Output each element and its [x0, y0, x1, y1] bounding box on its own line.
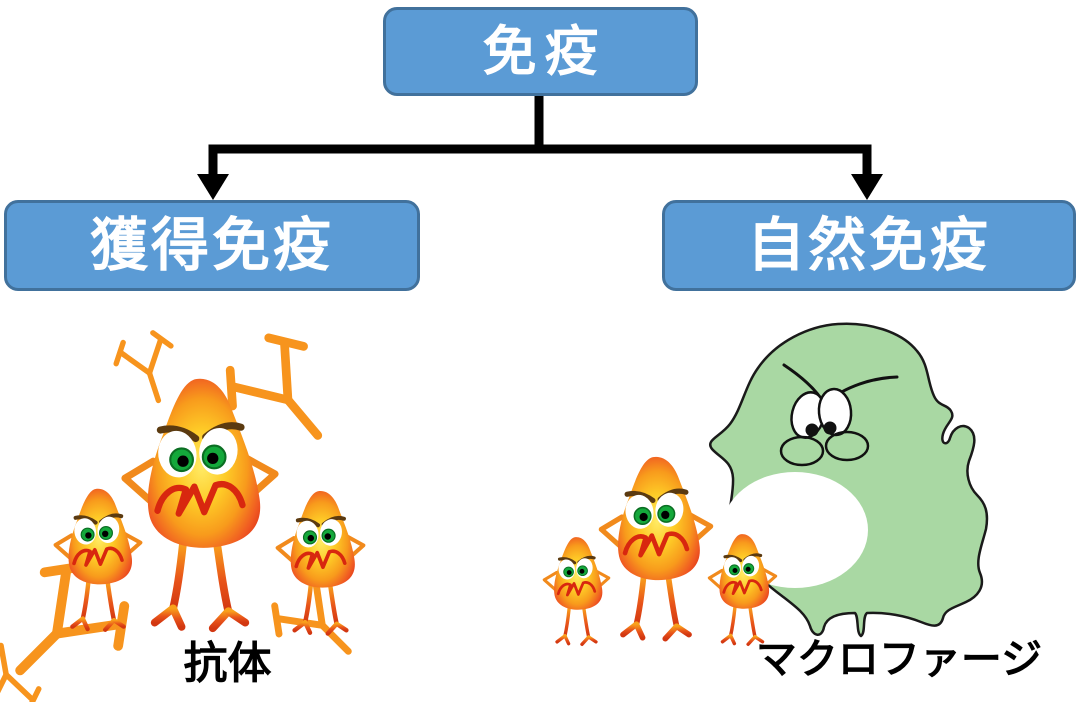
node-acquired-immunity: 獲得免疫 — [4, 200, 420, 291]
node-innate-immunity: 自然免疫 — [662, 200, 1076, 291]
arrow-down-icon — [851, 174, 883, 200]
caption-macrophage: マクロファージ — [755, 636, 1043, 682]
germ-icon — [705, 531, 780, 650]
arrow-down-icon — [197, 174, 229, 200]
germ-icon — [272, 487, 369, 641]
macrophage-icon — [709, 322, 989, 638]
germ-icon — [594, 452, 718, 648]
caption-antibody: 抗体 — [183, 639, 272, 688]
germ-icon — [115, 372, 285, 641]
node-immunity: 免疫 — [383, 7, 698, 96]
